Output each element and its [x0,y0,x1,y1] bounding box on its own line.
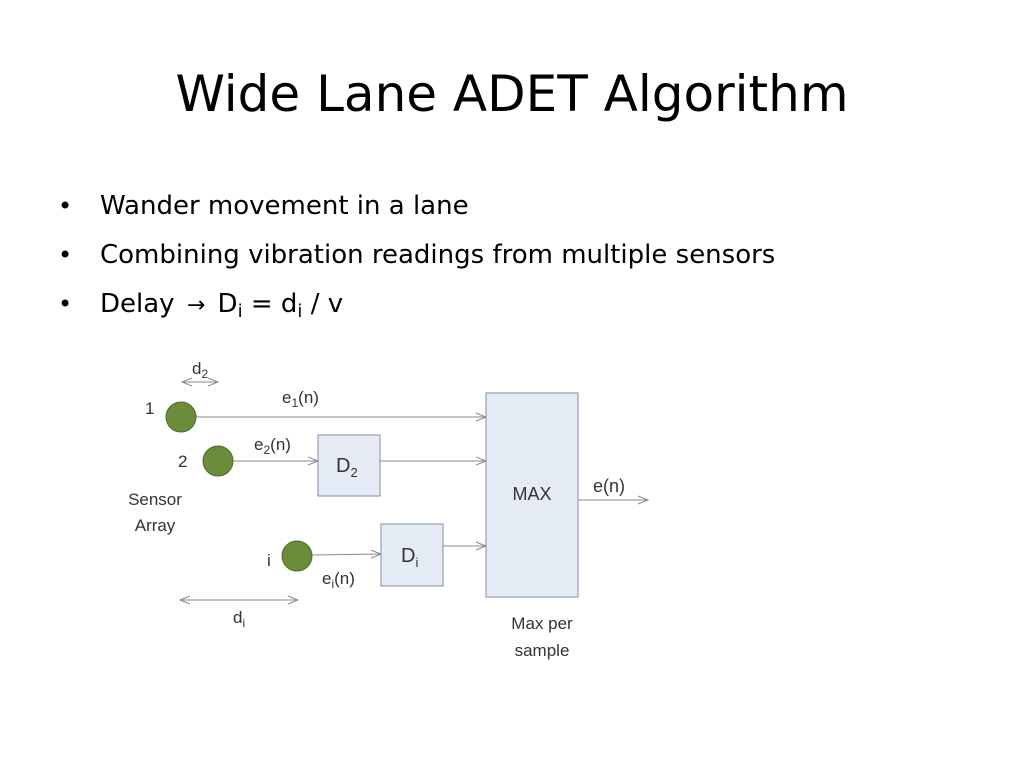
slide-title: Wide Lane ADET Algorithm [175,65,849,123]
formula-D-subscript: i [237,301,243,322]
right-arrow-icon: → [186,293,206,318]
ei-label: ei(n) [322,569,355,591]
formula-d-subscript: i [297,301,303,322]
d2-label: d2 [192,359,208,381]
sensor-i-label: i [267,551,271,570]
sensor-1 [165,401,197,433]
output-label: e(n) [593,476,625,496]
delay-word: Delay [100,289,175,319]
formula-equals: = [242,289,281,319]
formula-D: D [217,289,238,319]
bullet-dot: • [58,241,73,269]
e1-label: e1(n) [282,388,319,410]
sensor-2 [202,445,234,477]
delay-2-label: D2 [336,455,358,480]
delay-formula: Delay → Di = di / v [100,282,343,328]
ei-signal-line [311,554,381,555]
sensor-2-label: 2 [178,452,187,471]
bullet-text: Combining vibration readings from multip… [100,240,776,270]
delay-i-label: Di [401,545,418,570]
sensor-i [281,540,313,572]
delay-2-box [317,434,381,497]
delay-i-box [380,523,444,587]
bullet-dot: • [58,192,73,220]
formula-velocity: / v [302,289,344,319]
sensor-1-label: 1 [145,399,154,418]
bullet-dot: • [58,290,73,318]
e2-label: e2(n) [254,435,291,457]
di-label: di [233,608,245,630]
formula-d: d [280,289,298,319]
max-block [485,392,579,598]
bullet-text: Wander movement in a lane [100,191,469,221]
max-label: MAX [512,484,551,504]
